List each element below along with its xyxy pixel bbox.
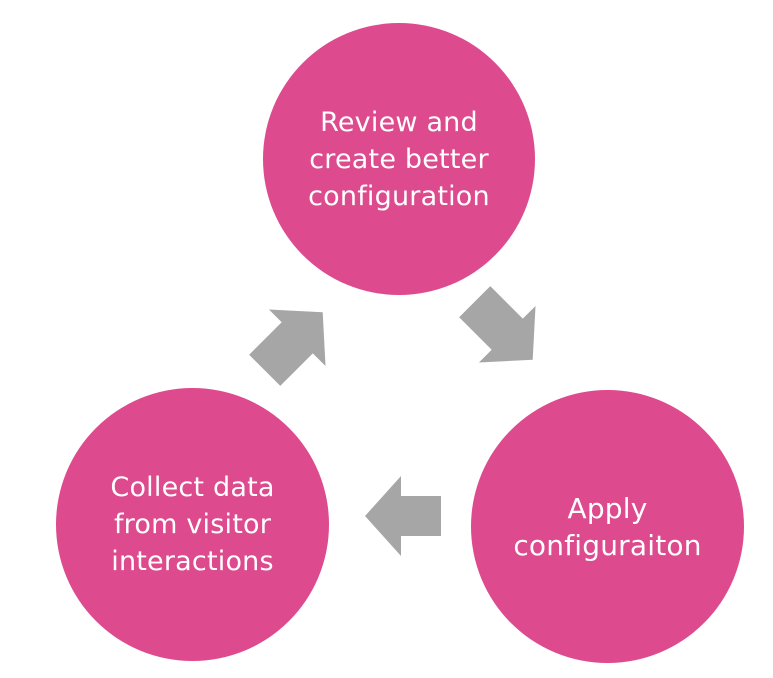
step-apply-node: Apply configuraiton [471,390,744,663]
arrow-left-icon [365,476,441,556]
step-collect-node: Collect data from visitor interactions [56,388,329,661]
step-apply-label: Apply configuraiton [513,491,702,562]
step-review-node: Review and create better configuration [263,23,535,295]
step-collect-label: Collect data from visitor interactions [110,472,275,577]
arrow-down-right-icon [459,286,536,363]
step-review-label: Review and create better configuration [308,106,490,212]
arrow-up-right-icon [249,309,326,386]
